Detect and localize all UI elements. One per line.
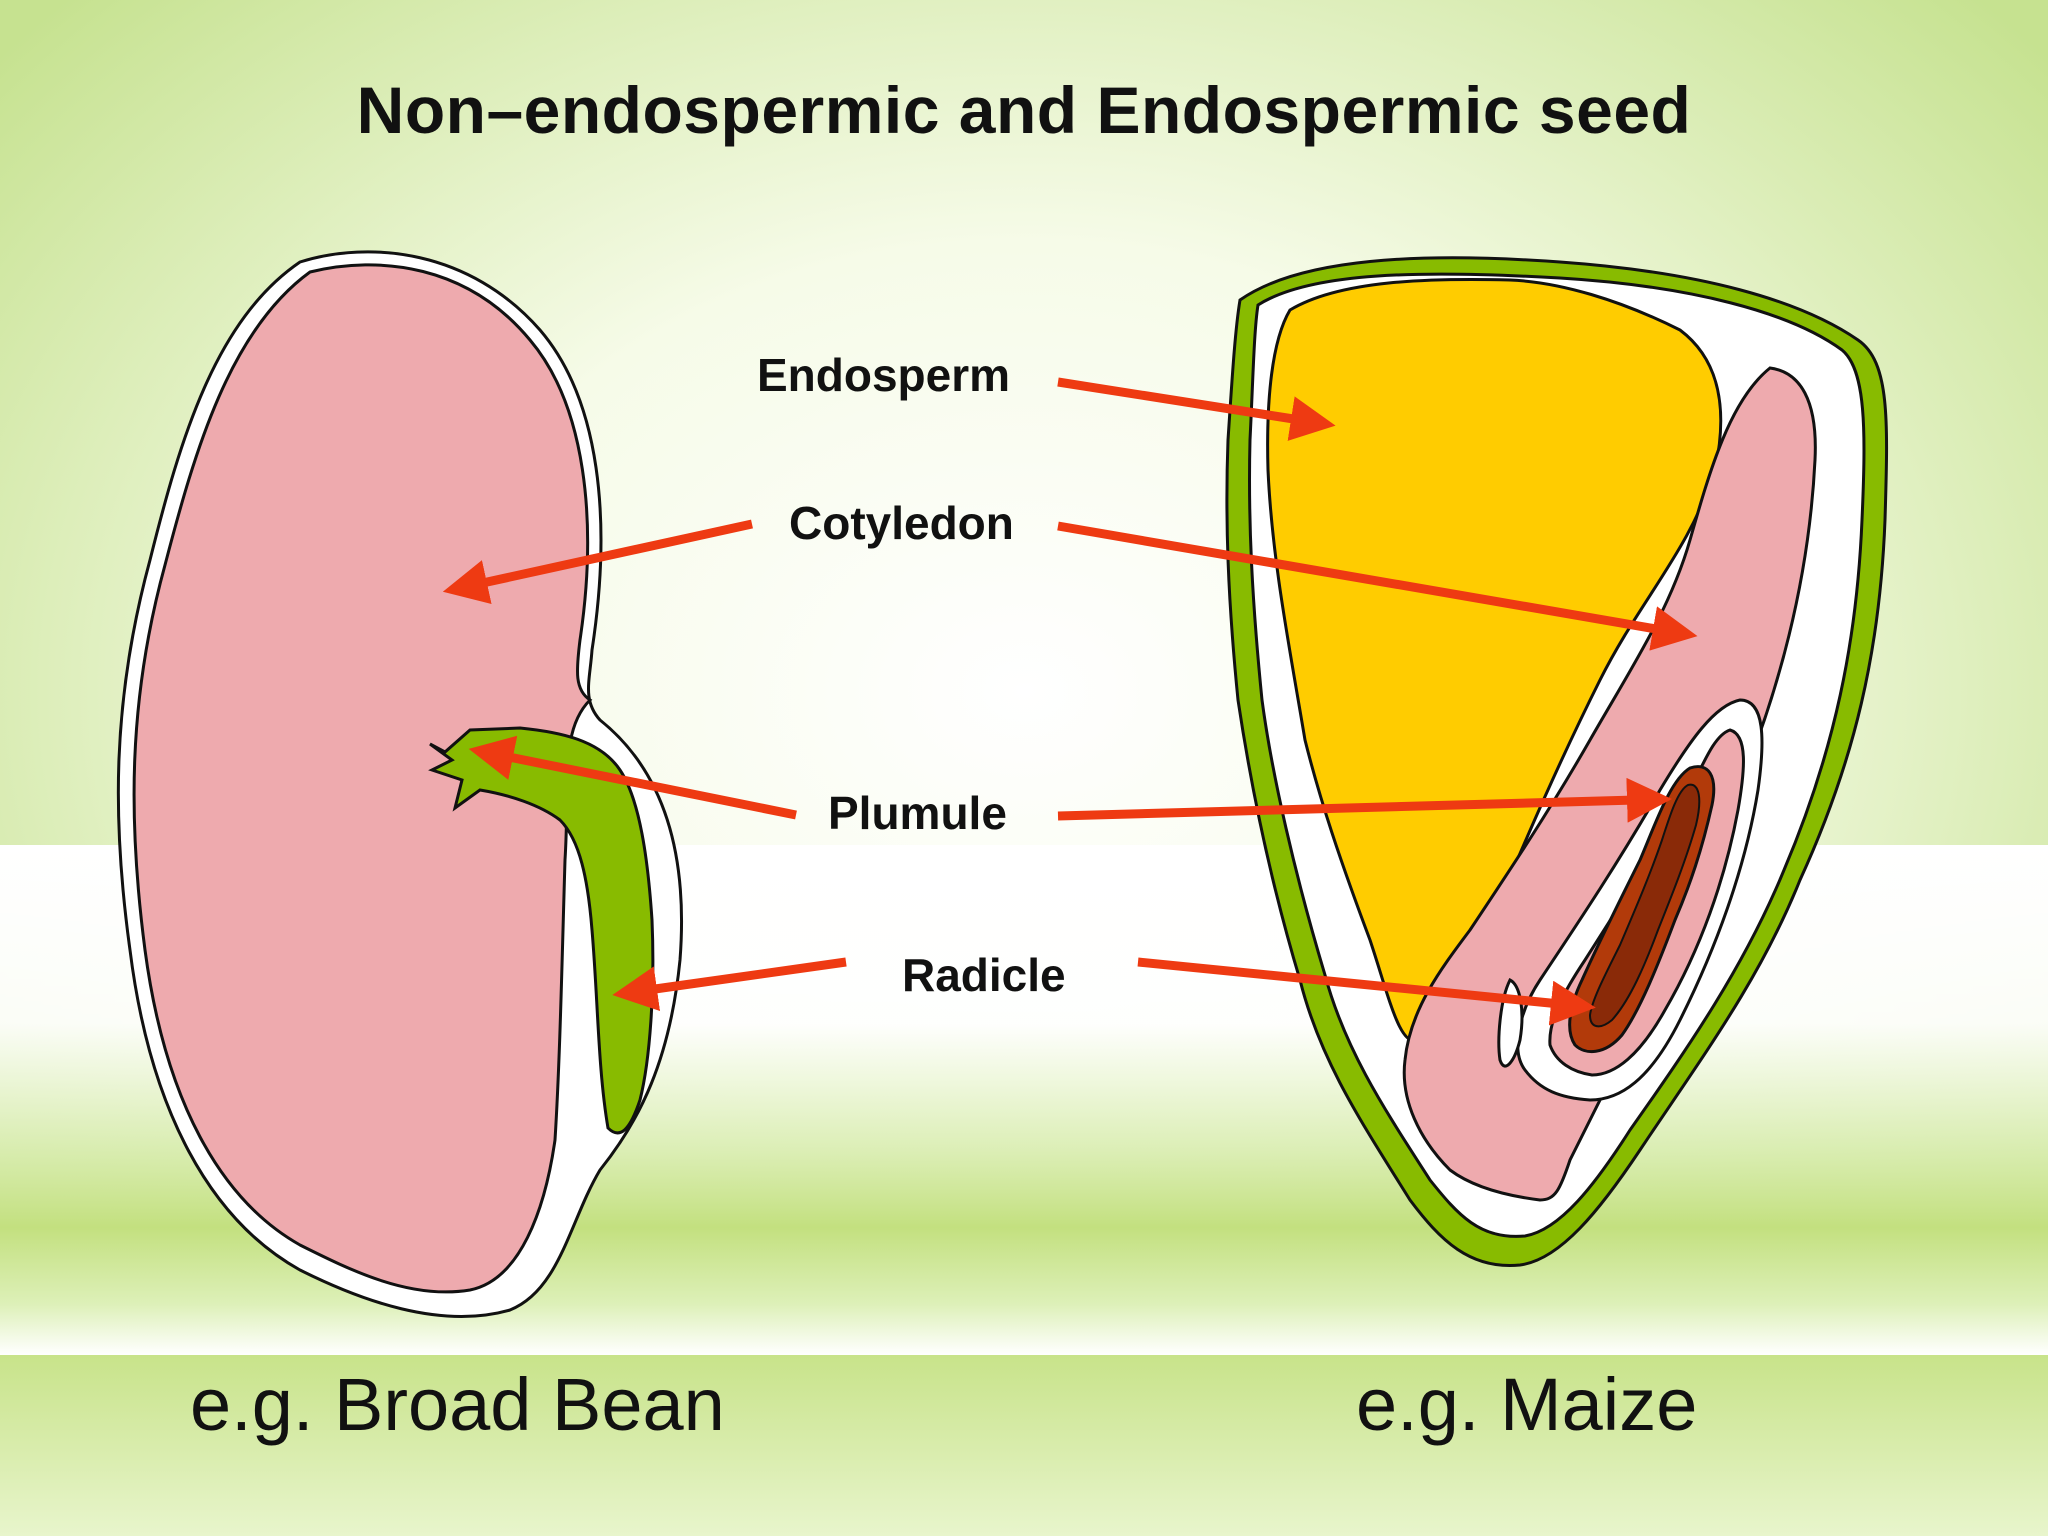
arrow-radicle-left	[612, 957, 847, 1012]
arrow-cotyledon-left	[442, 519, 753, 605]
label-arrows	[442, 377, 1698, 1026]
caption-broad-bean: e.g. Broad Bean	[190, 1363, 725, 1446]
slide-title: Non–endospermic and Endospermic seed	[356, 73, 1692, 147]
arrow-plumule-right	[1057, 777, 1672, 823]
broad-bean-embryo	[428, 726, 655, 1135]
broad-bean-seed	[116, 250, 684, 1318]
maize-embryo-axis-inner	[1588, 783, 1701, 1028]
label-plumule: Plumule	[828, 787, 1007, 839]
maize-seed	[1225, 256, 1889, 1268]
label-endosperm: Endosperm	[757, 349, 1011, 401]
arrow-endosperm	[1057, 377, 1336, 441]
arrow-plumule-left	[468, 735, 797, 820]
arrow-cotyledon-right	[1057, 521, 1698, 651]
broad-bean-cotyledon	[132, 263, 593, 1294]
label-cotyledon: Cotyledon	[789, 497, 1014, 549]
label-radicle: Radicle	[902, 949, 1066, 1001]
caption-maize: e.g. Maize	[1356, 1363, 1698, 1446]
arrow-radicle-right	[1137, 957, 1596, 1026]
